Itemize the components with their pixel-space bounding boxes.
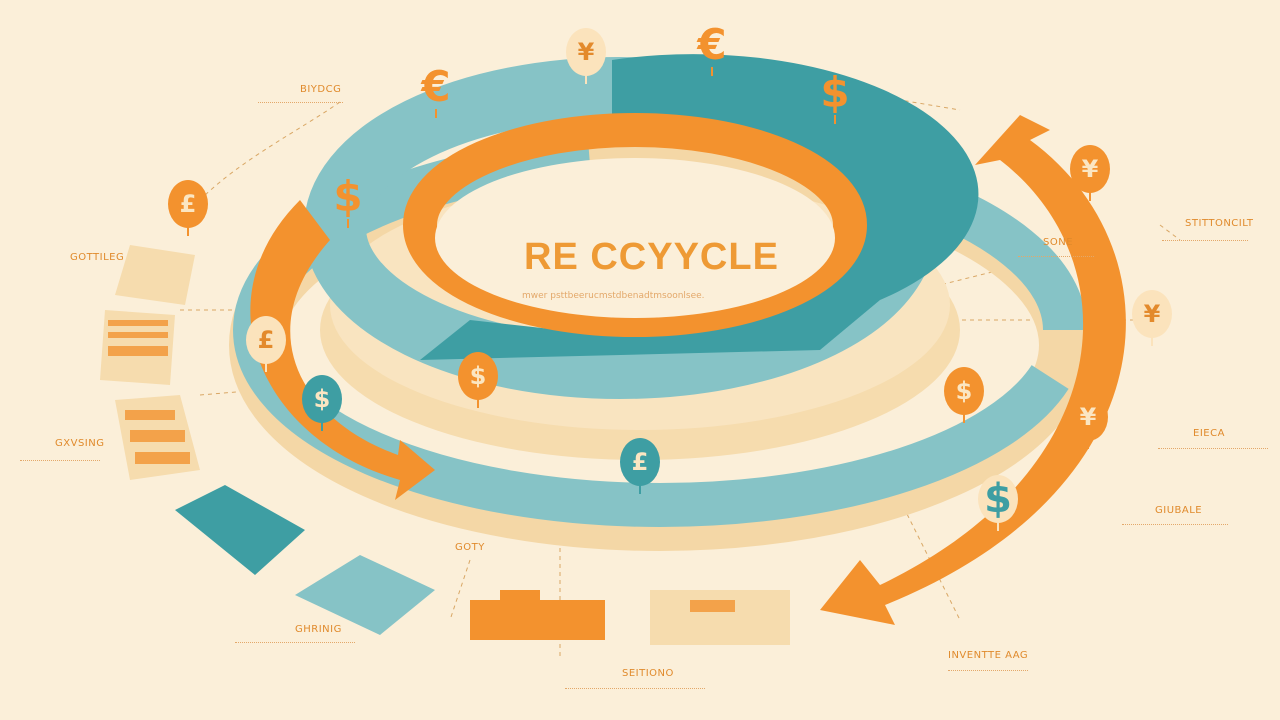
label: GHRINIG <box>295 624 342 635</box>
dollar-icon: $ <box>328 172 368 228</box>
document-cards <box>100 245 790 645</box>
main-ring-dark <box>420 54 979 361</box>
label: GOTY <box>455 542 485 553</box>
yen-icon: ¥ <box>1132 290 1172 346</box>
dollar-icon: $ <box>944 367 984 423</box>
label: SEITIONO <box>622 668 674 679</box>
label: EIECA <box>1193 428 1225 439</box>
label: INVENTTE AAG <box>948 650 1029 661</box>
diagram-subtitle: mwer psttbeerucmstdbenadtmsoonlsee. <box>522 291 705 301</box>
dollar-icon: $ <box>302 375 342 431</box>
label: GIUBALE <box>1155 505 1203 516</box>
dollar-icon: $ <box>978 475 1018 531</box>
label: GXVSING <box>55 438 105 449</box>
currency-marker-icon: £ <box>620 438 660 494</box>
euro-icon: € <box>692 20 732 76</box>
dollar-icon: $ <box>815 68 855 124</box>
label: BIYDCG <box>300 84 342 95</box>
currency-marker-icon: ¥ <box>566 28 606 84</box>
right-orange-arrow <box>820 115 1126 625</box>
label: SONE <box>1043 237 1074 248</box>
currency-marker-icon: £ <box>168 180 208 236</box>
euro-icon: € <box>416 62 456 118</box>
inner-ring <box>403 113 867 337</box>
yen-icon: ¥ <box>1068 393 1108 449</box>
left-orange-arrow <box>250 200 435 500</box>
dollar-icon: $ <box>458 352 498 408</box>
label: STITTONCILT <box>1185 218 1254 229</box>
diagram-title: RE CCYYCLE <box>524 236 779 278</box>
yen-icon: ¥ <box>1070 145 1110 201</box>
label: GOTTILEG <box>70 252 125 263</box>
currency-marker-icon: £ <box>246 316 286 372</box>
